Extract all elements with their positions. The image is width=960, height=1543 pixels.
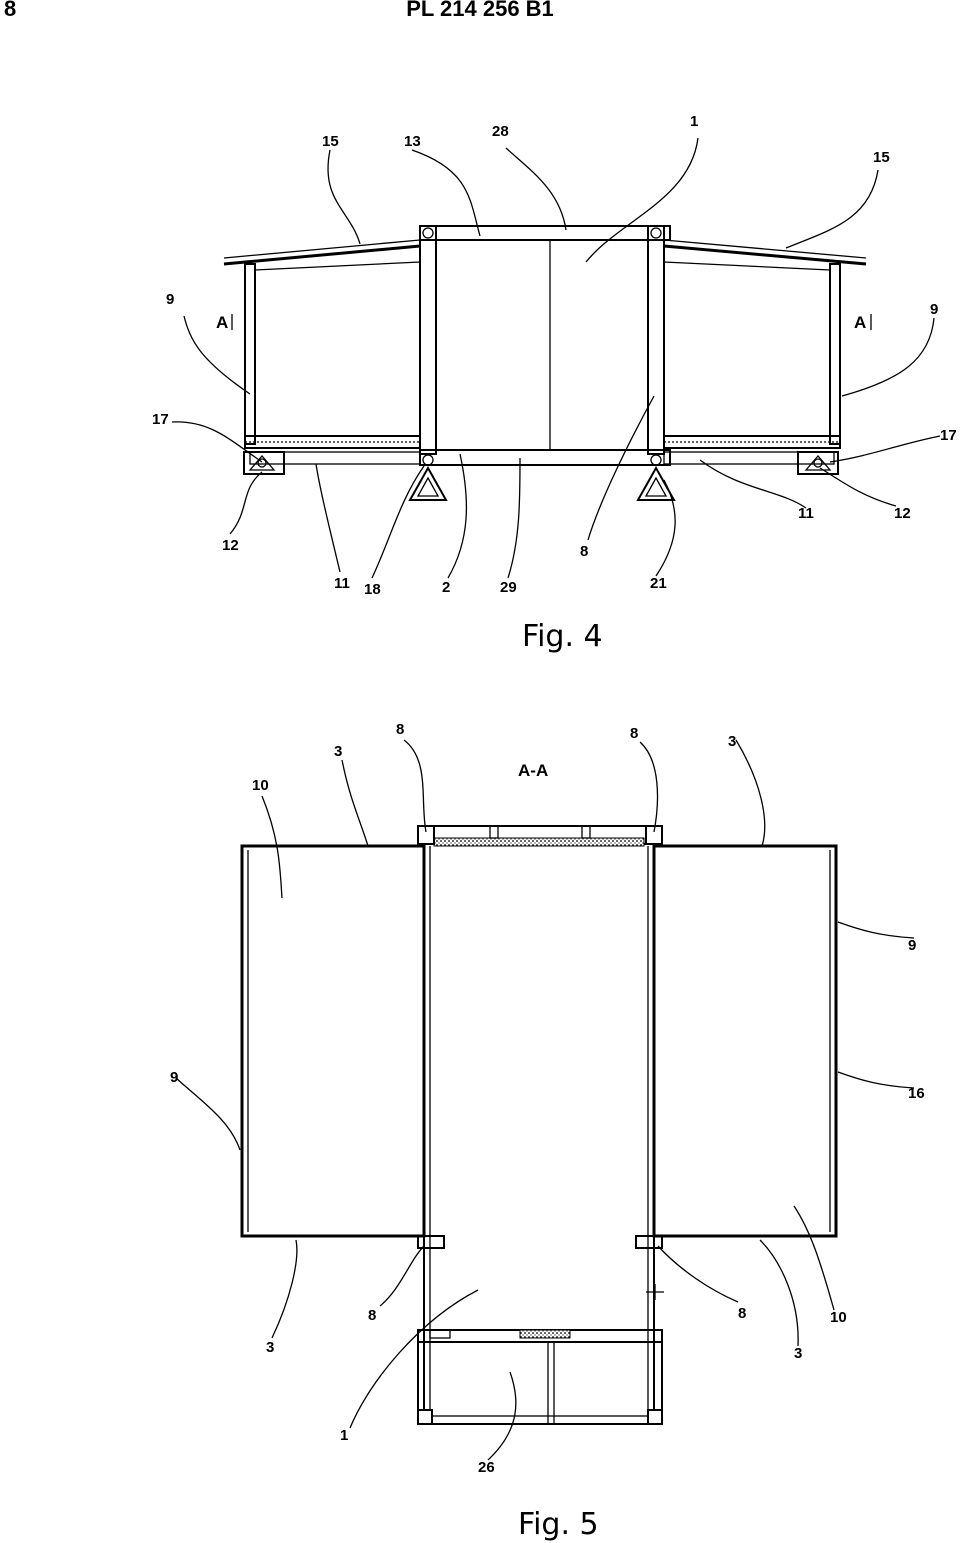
- fig4-label-11-right: 11: [798, 505, 814, 522]
- fig5-label-9-left: 9: [170, 1069, 178, 1086]
- fig5-label-8-top-left: 8: [396, 721, 404, 738]
- section-marker-left: A: [216, 313, 228, 332]
- fig5-label-9-right: 9: [908, 937, 916, 954]
- fig5-label-3-top-right: 3: [728, 733, 736, 750]
- fig4-label-17-left: 17: [152, 411, 169, 428]
- fig5-label-10-bottom: 10: [830, 1309, 847, 1326]
- document-id: PL 214 256 B1: [406, 0, 554, 21]
- fig4-drawing: A A 15 13 28 1 15 9 9 17 17 12 11 18: [152, 113, 957, 654]
- fig4-label-8: 8: [580, 543, 588, 560]
- fig5-caption: Fig. 5: [518, 1507, 599, 1542]
- fig5-label-16: 16: [908, 1085, 925, 1102]
- fig5-section-title: A-A: [518, 761, 548, 780]
- fig4-label-15-right: 15: [873, 149, 890, 166]
- fig4-label-17-right: 17: [940, 427, 957, 444]
- fig4-caption: Fig. 4: [522, 619, 603, 654]
- fig4-label-13: 13: [404, 133, 421, 150]
- fig5-label-3-bottom-right: 3: [794, 1345, 802, 1362]
- section-marker-right: A: [854, 313, 866, 332]
- fig5-label-26: 26: [478, 1459, 495, 1476]
- fig4-label-12-left: 12: [222, 537, 239, 554]
- fig5-label-3-bottom-left: 3: [266, 1339, 274, 1356]
- fig5-label-8-bottom-left: 8: [368, 1307, 376, 1324]
- fig4-label-2: 2: [442, 579, 450, 596]
- fig4-label-9-right: 9: [930, 301, 938, 318]
- fig5-label-10-top: 10: [252, 777, 269, 794]
- fig5-label-1: 1: [340, 1427, 348, 1444]
- fig4-label-15-left: 15: [322, 133, 339, 150]
- page-number: 8: [4, 0, 17, 21]
- fig5-label-8-top-right: 8: [630, 725, 638, 742]
- fig4-label-28: 28: [492, 123, 509, 140]
- fig4-label-11-left: 11: [334, 575, 350, 592]
- fig4-label-9-left: 9: [166, 291, 174, 308]
- fig4-label-18: 18: [364, 581, 381, 598]
- fig5-label-3-top-left: 3: [334, 743, 342, 760]
- fig4-label-21: 21: [650, 575, 667, 592]
- fig4-label-12-right: 12: [894, 505, 911, 522]
- fig5-label-8-bottom-right: 8: [738, 1305, 746, 1322]
- fig4-label-1: 1: [690, 113, 698, 130]
- fig5-drawing: A-A: [170, 721, 925, 1542]
- fig4-label-29: 29: [500, 579, 517, 596]
